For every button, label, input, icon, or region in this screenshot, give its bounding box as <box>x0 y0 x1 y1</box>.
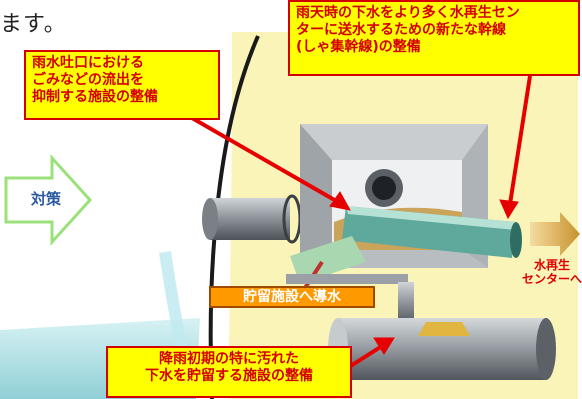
vertical-drop-pipe <box>398 282 414 326</box>
storage-pipe-end <box>536 318 556 380</box>
callout-line: ターに送水するための新たな幹線 <box>296 22 506 38</box>
callout-storage-facility: 降雨初期の特に汚れた 下水を貯留する施設の整備 <box>106 346 352 398</box>
callout-outlet-facility: 雨水吐口における ごみなどの流出を 抑制する施設の整備 <box>24 50 220 120</box>
callout-line: 下水を貯留する施設の整備 <box>145 368 313 384</box>
callout-line: 降雨初期の特に汚れた <box>159 351 299 367</box>
callout-line: (しゃ集幹線)の整備 <box>296 39 421 55</box>
destination-label: 水再生 センターへ <box>522 258 582 286</box>
destination-line: 水再生 <box>533 258 570 272</box>
trunk-pipe-highlight <box>346 206 516 230</box>
trunk-pipe-end <box>510 222 522 258</box>
storage-guide-label: 貯留施設へ導水 <box>209 286 375 308</box>
callout-line: 雨水吐口における <box>32 55 144 71</box>
chamber-left-face <box>300 124 332 268</box>
callout-line: ごみなどの流出を <box>32 72 144 88</box>
countermeasure-arrow <box>4 154 93 246</box>
outlet-pipe <box>210 198 290 240</box>
lead-text: ます。 <box>0 12 67 37</box>
arrow-to-screen-head <box>329 191 351 211</box>
weir-slope <box>290 236 366 284</box>
storage-inlet <box>418 322 470 336</box>
callout-new-trunk-line: 雨天時の下水をより多く水再生セン ターに送水するための新たな幹線 (しゃ集幹線)… <box>288 0 580 76</box>
outlet-pipe-end <box>202 198 218 240</box>
destination-line: センターへ <box>522 272 582 286</box>
arrow-to-screen <box>191 116 339 204</box>
connector-pipe <box>286 274 408 284</box>
chamber-top-face <box>300 124 488 160</box>
destination-arrow <box>530 212 580 256</box>
chamber-opening-inner <box>372 176 396 200</box>
arrow-to-trunk-head <box>499 199 519 220</box>
countermeasure-label: 対策 <box>30 190 61 208</box>
callout-line: 雨天時の下水をより多く水再生セン <box>296 5 520 21</box>
arrow-to-trunk <box>508 75 532 205</box>
callout-line: 抑制する施設の整備 <box>32 89 158 105</box>
arrow-to-storage-head <box>373 337 395 355</box>
